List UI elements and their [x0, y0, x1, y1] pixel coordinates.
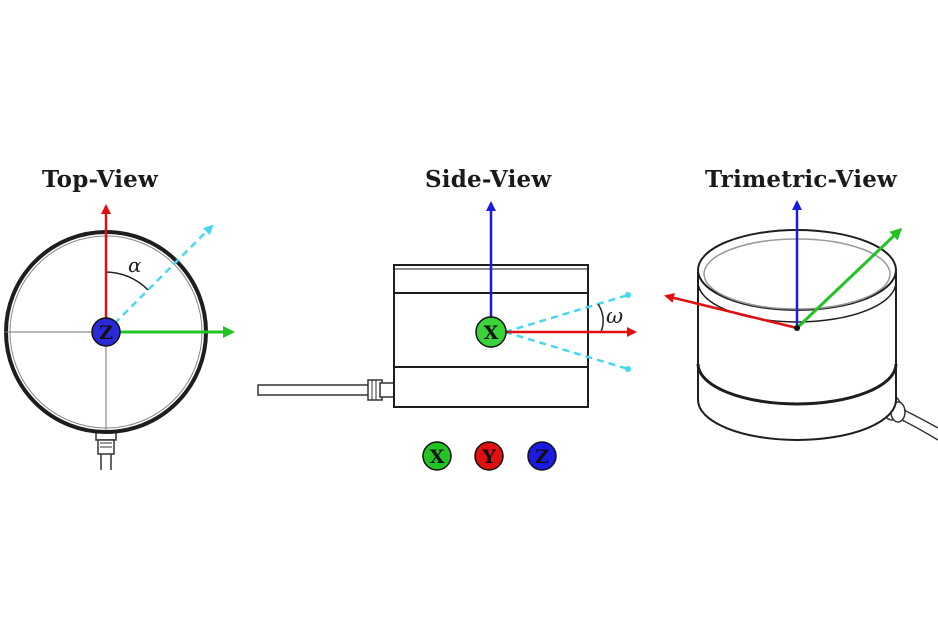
- top-view-z-badge-label: Z: [99, 322, 113, 344]
- top-view: α Z: [4, 204, 235, 470]
- side-view-omega-ray-down: [504, 330, 629, 371]
- trimetric-view-lower-band: [696, 363, 898, 406]
- top-view-alpha-arc: [105, 271, 149, 291]
- trimetric-view-x-axis: [795, 227, 903, 330]
- side-view-omega-arc: [597, 303, 604, 333]
- top-view-z-badge: [91, 317, 121, 347]
- side-view-cable: [257, 379, 395, 401]
- side-view-x-badge-label: X: [484, 322, 499, 344]
- side-view-bottom-band: [393, 366, 589, 408]
- omega-label: ω: [606, 304, 623, 328]
- trimetric-view-y-axis: [664, 293, 798, 330]
- side-view-title: Side-View: [425, 166, 552, 193]
- trimetric-view: [664, 200, 938, 441]
- trimetric-view-origin: [794, 325, 800, 331]
- top-view-title: Top-View: [42, 166, 158, 193]
- side-view-omega-ray-up: [504, 293, 629, 334]
- legend-x-label: X: [430, 446, 445, 468]
- top-view-connector: [95, 429, 117, 470]
- side-view: ω X: [257, 201, 637, 408]
- legend-y-badge: [474, 441, 504, 471]
- legend-y-label: Y: [481, 446, 496, 468]
- top-view-alpha-direction: [105, 224, 214, 333]
- legend-z-label: Z: [535, 446, 549, 468]
- alpha-label: α: [128, 253, 142, 277]
- side-view-x-badge: [475, 316, 507, 348]
- trimetric-view-title: Trimetric-View: [705, 166, 898, 193]
- legend-z-badge: [527, 441, 557, 471]
- axis-legend: X Y Z: [422, 441, 557, 471]
- legend-x-badge: [422, 441, 452, 471]
